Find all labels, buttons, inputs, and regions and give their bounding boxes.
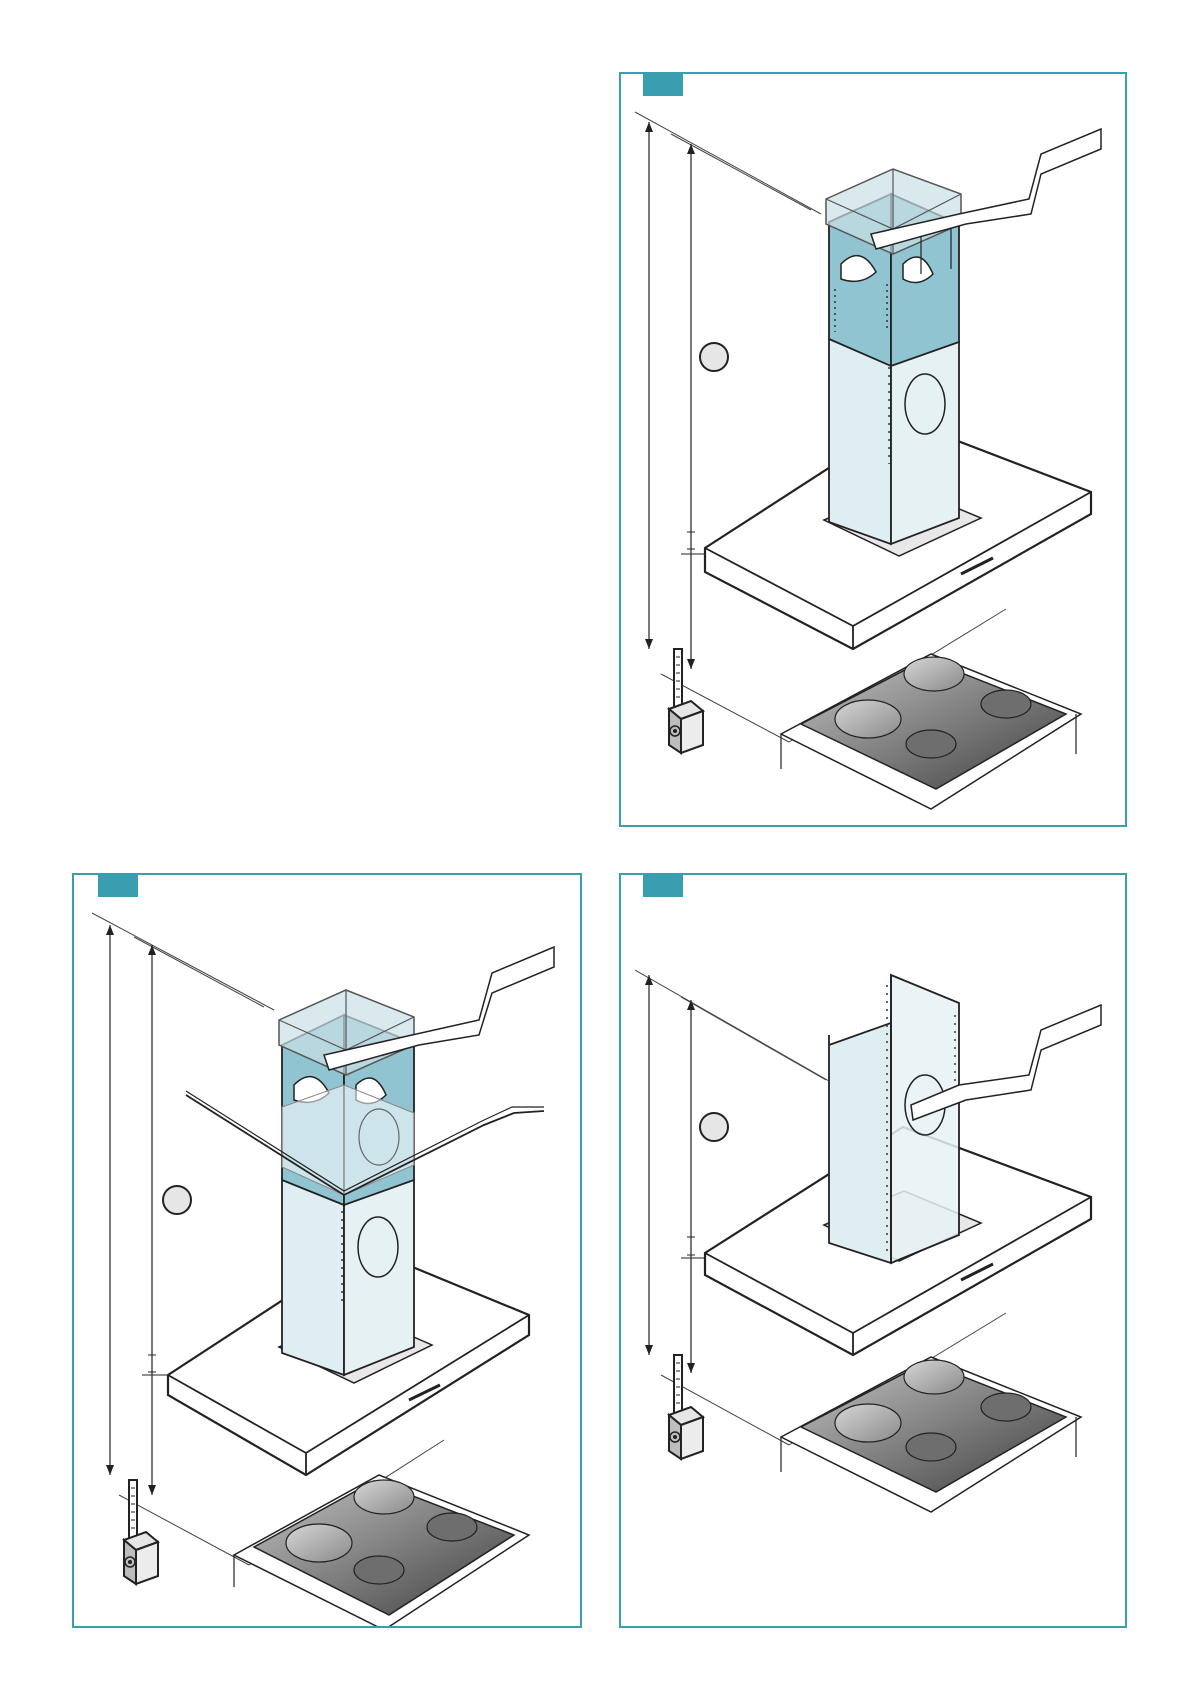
hood-installation-diagram: [621, 74, 1127, 827]
dimension-circle-icon: [700, 343, 728, 371]
hood-installation-diagram: [621, 875, 1127, 1628]
step-panel-top-right: [619, 72, 1127, 827]
dimension-circle-icon: [700, 1113, 728, 1141]
dimension-circle-icon: [163, 1186, 191, 1214]
step-panel-bottom-left: [72, 873, 582, 1628]
hood-installation-diagram: [74, 875, 582, 1628]
step-panel-bottom-right: [619, 873, 1127, 1628]
